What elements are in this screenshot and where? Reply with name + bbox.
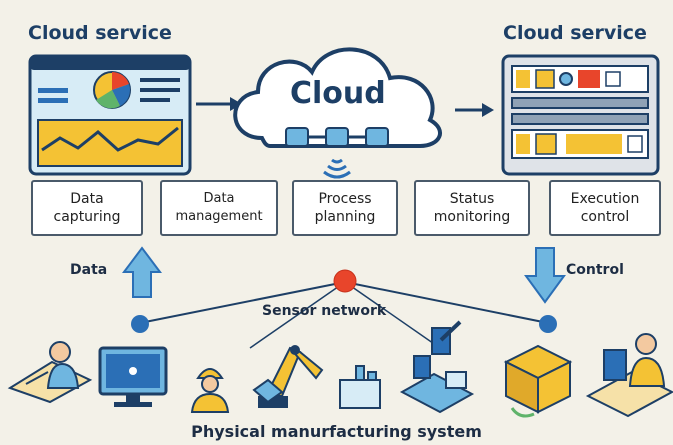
control-flow-label: Control (566, 262, 624, 278)
computer-monitor-icon (98, 346, 168, 407)
factory-icon (339, 365, 381, 409)
right-cloud-service-title: Cloud service (503, 22, 647, 44)
dashboard-icon (28, 54, 192, 176)
sensor-network (131, 269, 557, 349)
control-down-arrow (524, 247, 566, 304)
assembly-line-icon (399, 320, 475, 414)
office-worker-icon (585, 333, 673, 418)
service-box-status-monitoring: Status monitoring (414, 180, 530, 236)
sensor-network-label: Sensor network (262, 303, 387, 319)
arrow-to-server (455, 103, 494, 117)
worker-icon (190, 368, 230, 413)
package-box-icon (503, 344, 573, 418)
cloud-label: Cloud (290, 76, 386, 111)
robot-arm-icon (252, 345, 324, 408)
left-cloud-service-title: Cloud service (28, 22, 172, 44)
service-box-data-management: Data management (160, 180, 278, 236)
service-box-data-capturing: Data capturing (31, 180, 143, 236)
service-box-execution-control: Execution control (549, 180, 661, 236)
physical-system-caption: Physical manurfacturing system (191, 422, 482, 441)
data-flow-label: Data (70, 262, 108, 278)
service-box-process-planning: Process planning (292, 180, 398, 236)
operator-icon (7, 341, 93, 404)
data-up-arrow (122, 246, 162, 298)
server-rack-icon (501, 54, 660, 176)
cloud-icon (233, 47, 442, 179)
